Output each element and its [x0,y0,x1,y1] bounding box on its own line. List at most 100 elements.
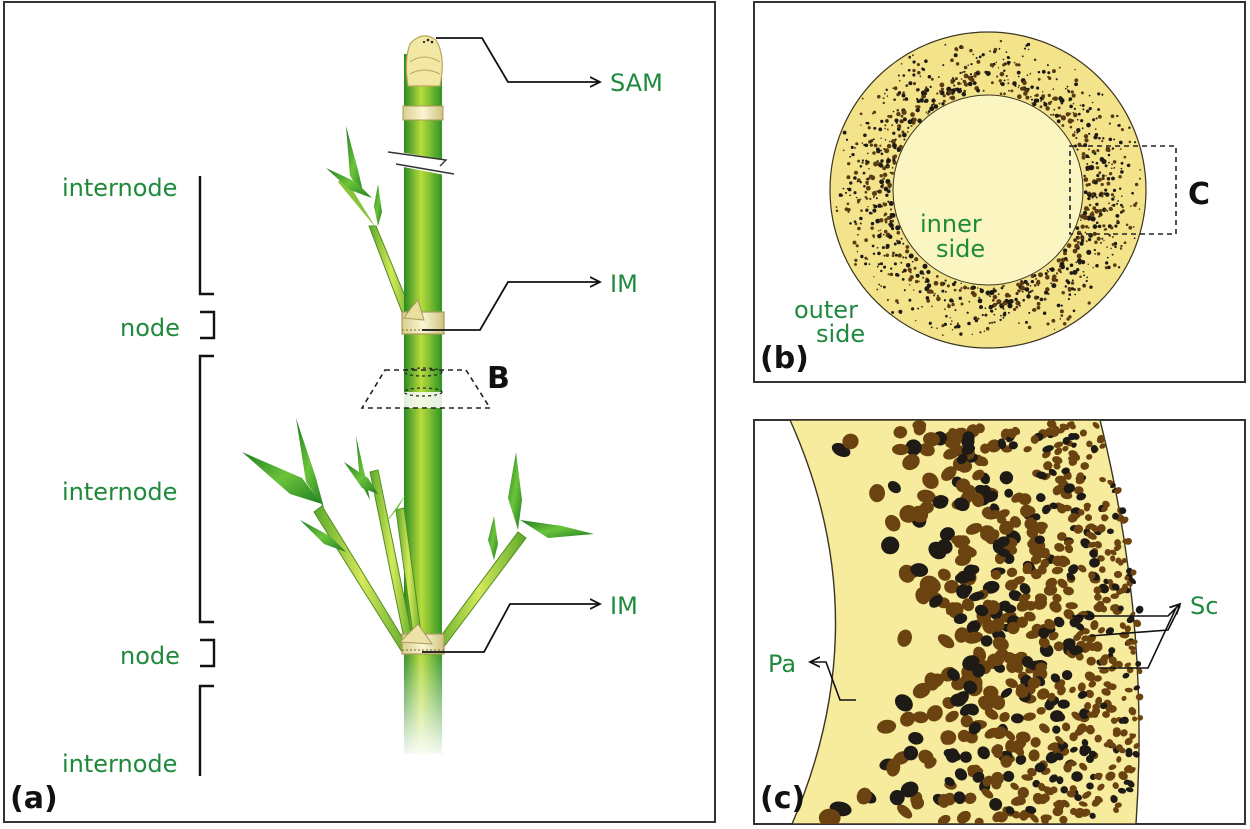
fiber-bundle [993,749,1003,759]
vascular-bundle [982,89,985,92]
fiber-bundle [1129,733,1135,739]
vascular-bundle [1047,71,1051,75]
fiber-bundle [1066,572,1075,581]
vascular-bundle [1039,96,1043,100]
fiber-bundle [1018,593,1031,602]
vascular-bundle [880,184,884,188]
label-internode-top: internode [62,174,177,202]
vascular-bundle [1020,86,1025,91]
fiber-bundle [1008,441,1018,450]
fiber-bundle [1056,503,1067,514]
vascular-bundle [1087,196,1091,201]
vascular-bundle [880,152,884,156]
fiber-bundle [937,634,955,649]
vascular-bundle [960,87,962,90]
vascular-bundle [942,94,946,98]
vascular-bundle [993,47,998,52]
vascular-bundle [898,309,903,314]
fiber-bundle [1124,575,1130,581]
vascular-bundle [930,326,933,329]
vascular-bundle [856,250,859,253]
vascular-bundle [883,186,889,192]
vascular-bundle [1007,299,1012,305]
vascular-bundle [1051,318,1056,323]
vascular-bundle [852,240,857,245]
fiber-bundle [1015,731,1031,744]
fiber-bundle [1064,544,1074,554]
vascular-bundle [865,208,869,212]
vascular-bundle [949,317,952,319]
fiber-bundle [984,708,999,720]
fiber-bundle [1024,517,1038,530]
vascular-bundle [907,126,910,129]
culm-lumen [892,94,1084,286]
fiber-bundle [1006,660,1019,674]
vascular-bundle [849,222,852,225]
label-outer-1: outer [794,296,858,324]
vascular-bundle [1046,64,1049,67]
vascular-bundle [897,74,900,77]
fiber-bundle [1010,782,1019,791]
fiber-bundle [1077,564,1087,573]
fiber-bundle [999,471,1014,485]
label-pa: Pa [768,650,796,678]
label-outer-2: side [816,320,865,348]
vascular-bundle [873,204,878,209]
vascular-bundle [1081,239,1085,243]
vascular-bundle [1033,98,1038,103]
fiber-bundle [1094,593,1102,601]
fiber-bundle [1110,555,1116,562]
fiber-bundle [990,569,1002,580]
vascular-bundle [1030,274,1035,279]
fiber-bundle [997,548,1010,557]
vascular-bundle [886,189,891,194]
vascular-bundle [883,265,886,269]
fiber-bundle [1057,699,1070,709]
vascular-bundle [890,139,896,144]
fiber-bundle [1097,783,1105,791]
vascular-bundle [1017,63,1021,67]
vascular-bundle [884,148,887,151]
leaf [242,452,322,504]
vascular-bundle [883,147,886,151]
vascular-bundle [1071,133,1076,137]
fiber-bundle [941,466,957,481]
vascular-bundle [890,171,894,175]
fiber-bundle [1110,593,1119,600]
fiber-bundle [1080,462,1089,470]
vascular-bundle [1037,70,1041,74]
fiber-bundle [1032,513,1041,521]
vascular-bundle [881,246,885,250]
fiber-bundle [955,478,971,493]
vascular-bundle [866,257,869,261]
vascular-bundle [1035,277,1038,280]
vascular-bundle [896,239,899,243]
fiber-bundle [1135,605,1144,614]
fiber-bundle [960,715,973,728]
label-internode-bottom: internode [62,750,177,778]
fiber-bundle [972,771,985,783]
fiber-bundle [974,817,984,824]
vascular-bundle [1034,95,1036,97]
fiber-bundle [1011,713,1024,724]
fiber-bundle [1063,539,1074,546]
fiber-bundle [1087,541,1098,548]
label-sc: Sc [1190,592,1218,620]
vascular-bundle [937,76,940,78]
vascular-bundle [909,271,912,274]
vascular-bundle [910,124,913,128]
vascular-bundle [1092,118,1096,122]
vascular-bundle [925,88,930,92]
vascular-bundle [1095,166,1100,170]
vascular-bundle [895,272,899,277]
vascular-bundle [883,203,887,207]
vascular-bundle [864,262,868,266]
vascular-bundle [1085,240,1088,243]
vascular-bundle [875,197,878,200]
vascular-bundle [916,97,919,101]
fiber-bundle [1071,432,1080,440]
vascular-bundle [846,187,849,190]
fiber-bundle [1109,549,1117,556]
label-inner-2: side [936,235,985,263]
vascular-bundle [1093,248,1096,252]
